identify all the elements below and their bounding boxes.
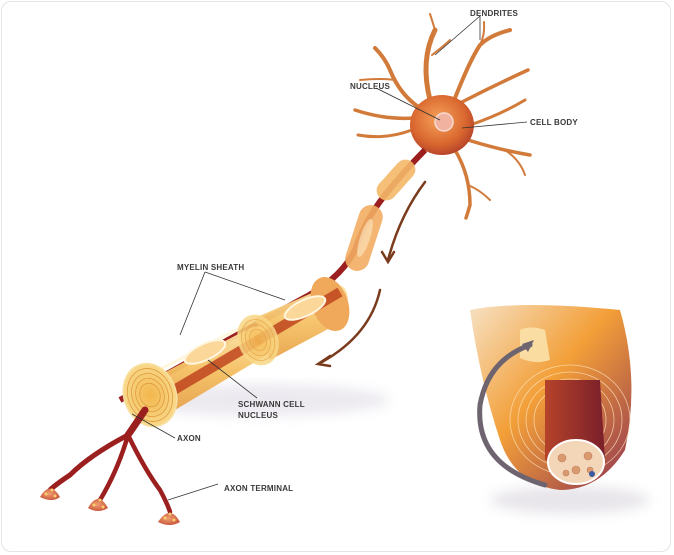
axon-terminal-icon — [40, 488, 180, 525]
myelin-segments-small — [345, 159, 416, 271]
cross-section-inset — [470, 305, 650, 514]
label-axon-terminal: AXON TERMINAL — [224, 484, 294, 493]
axon-branches — [47, 406, 173, 515]
label-schwann-nucleus: NUCLEUS — [238, 411, 279, 420]
label-nucleus: NUCLEUS — [350, 82, 391, 91]
dendrites-icon — [353, 13, 532, 220]
label-cell-body: CELL BODY — [530, 118, 578, 127]
label-schwann-cell: SCHWANN CELL — [238, 400, 305, 409]
label-axon: AXON — [177, 434, 201, 443]
direction-arrow-icon — [314, 180, 427, 368]
myelin-sheath-large — [122, 276, 350, 428]
nucleus-shape — [434, 112, 454, 132]
leader-lines — [131, 15, 528, 501]
label-dendrites: DENDRITES — [470, 9, 519, 18]
label-myelin-sheath: MYELIN SHEATH — [177, 263, 245, 272]
